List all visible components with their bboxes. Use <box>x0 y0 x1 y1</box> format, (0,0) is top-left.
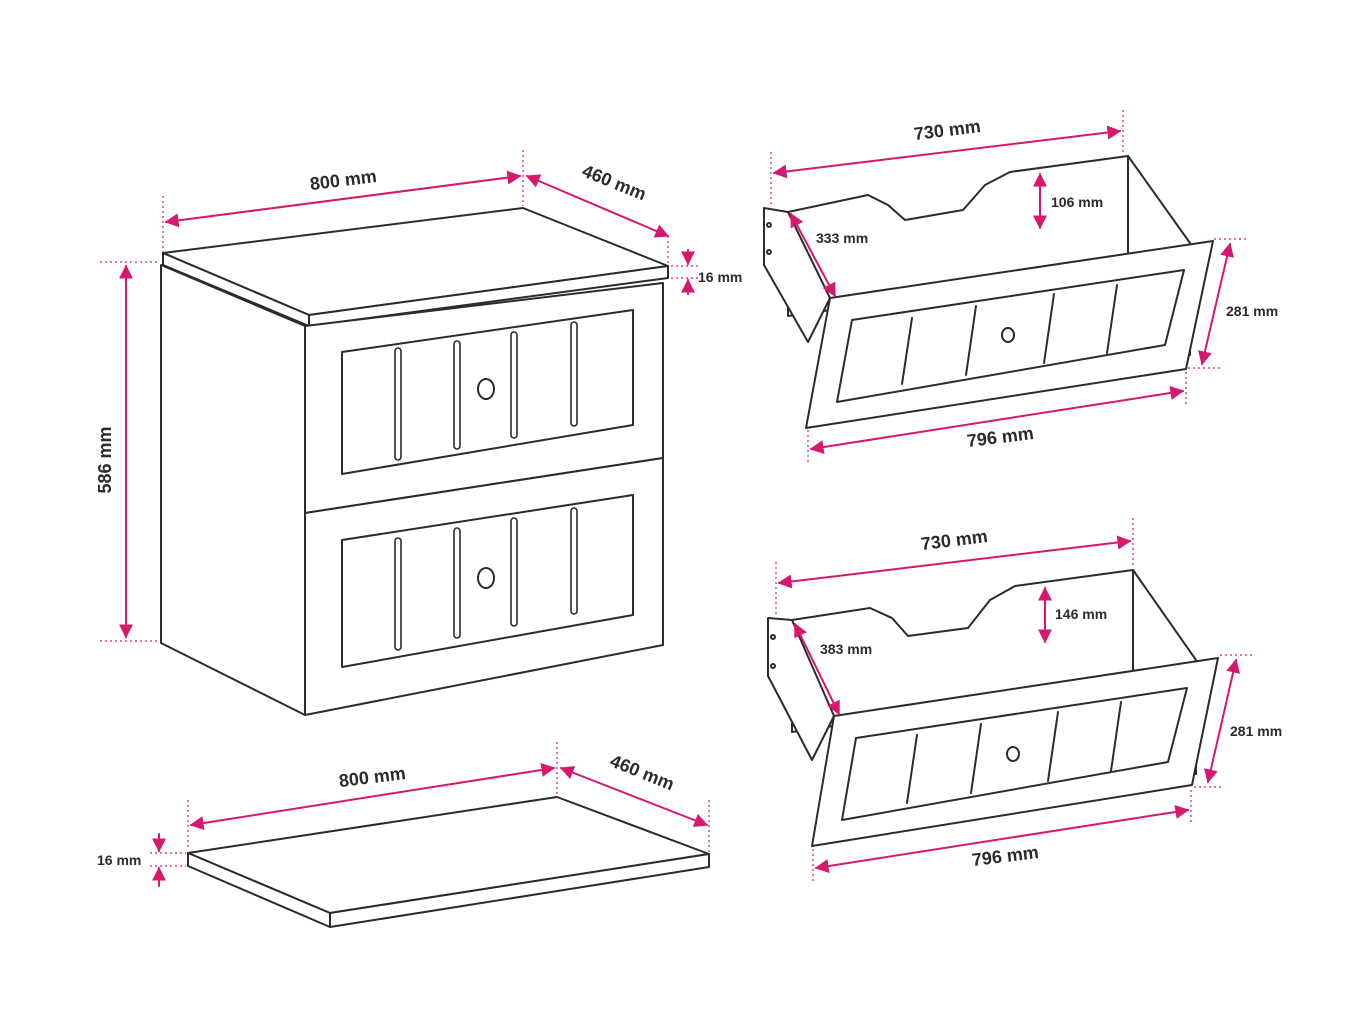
cabinet-height-label: 586 mm <box>95 426 115 493</box>
bottom-drawer-hole <box>770 634 776 640</box>
cabinet-drawer-groove <box>453 340 461 450</box>
bottom-drawer-dimensions: 730 mm 146 mm 383 mm 281 mm 796 mm <box>775 518 1282 882</box>
top-panel-depth-dimension-line <box>559 766 709 827</box>
cabinet-drawer-groove <box>570 507 578 615</box>
cabinet-top-side-edge <box>308 265 669 327</box>
cabinet-left-side <box>160 264 306 716</box>
bottom-drawer-hole <box>770 663 776 669</box>
top-drawer-inner-width-dimension-line <box>772 125 1122 179</box>
top-panel-thickness-label: 16 mm <box>97 852 141 868</box>
top-drawer-knob <box>1001 327 1015 343</box>
bottom-drawer-inner-width-dimension-line <box>777 535 1132 589</box>
bottom-drawer-side-label: 383 mm <box>820 641 872 657</box>
bottom-drawer-front-width-dimension-line <box>814 805 1190 873</box>
bottom-drawer-knob <box>1006 746 1020 762</box>
top-drawer-side-label: 333 mm <box>816 230 868 246</box>
bottom-drawer-side-dimension-line <box>794 622 840 716</box>
top-drawer-front-height-dimension-line <box>1198 242 1234 366</box>
cabinet-drawer-groove <box>510 517 518 627</box>
cabinet-drawer-groove <box>394 537 402 651</box>
bottom-drawer-inner-width-label: 730 mm <box>920 526 989 554</box>
cabinet-knob-lower <box>477 567 495 589</box>
bottom-drawer-groove <box>906 734 918 804</box>
bottom-drawer-groove <box>970 723 982 794</box>
top-panel-side-edge <box>329 853 710 928</box>
top-panel-width-dimension-line <box>189 763 556 830</box>
bottom-drawer-front-height-dimension-line <box>1203 658 1241 784</box>
top-drawer-groove <box>1043 293 1055 364</box>
top-panel-drawing <box>187 796 710 928</box>
cabinet-drawer-groove <box>453 527 461 639</box>
cabinet-drawing <box>160 207 669 716</box>
top-drawer-hole <box>766 249 772 255</box>
top-drawer-side-dimension-line <box>790 212 836 298</box>
bottom-drawer-cutout-label: 146 mm <box>1055 606 1107 622</box>
top-drawer-groove <box>965 305 977 376</box>
top-drawer-front-width-dimension-line <box>809 386 1185 454</box>
bottom-drawer-groove <box>1047 711 1059 782</box>
top-drawer-drawing <box>763 155 1214 429</box>
cabinet-knob-upper <box>477 378 495 400</box>
cabinet-drawer-groove <box>570 321 578 427</box>
cabinet-drawer-groove <box>510 331 518 439</box>
cabinet-depth-dimension-line <box>525 174 670 238</box>
bottom-drawer-groove <box>1110 701 1122 772</box>
top-drawer-cutout-label: 106 mm <box>1051 194 1103 210</box>
cabinet-top-thickness-label: 16 mm <box>698 269 742 285</box>
top-drawer-hole <box>766 222 772 228</box>
top-panel-depth-label: 460 mm <box>607 751 677 795</box>
top-drawer-groove <box>1106 284 1118 354</box>
bottom-drawer-front-height-label: 281 mm <box>1230 723 1282 739</box>
top-drawer-front-height-label: 281 mm <box>1226 303 1278 319</box>
cabinet-depth-label: 460 mm <box>579 161 649 205</box>
top-drawer-groove <box>901 317 913 385</box>
bottom-drawer-front-width-label: 796 mm <box>971 842 1040 870</box>
top-drawer-front-width-label: 796 mm <box>966 423 1035 451</box>
top-drawer-inner-width-label: 730 mm <box>913 116 982 144</box>
top-panel-width-label: 800 mm <box>338 763 407 791</box>
cabinet-width-label: 800 mm <box>309 166 378 194</box>
cabinet-width-dimension-line <box>164 170 522 228</box>
cabinet-drawer-groove <box>394 347 402 461</box>
